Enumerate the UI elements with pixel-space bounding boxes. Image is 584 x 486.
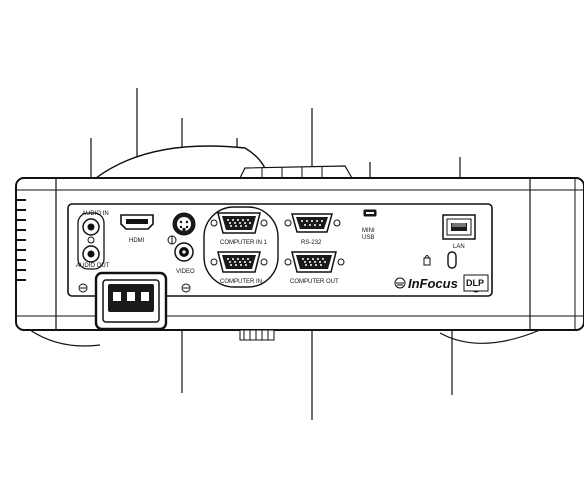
foot — [239, 329, 275, 341]
lan-port — [442, 214, 476, 240]
base-left — [29, 329, 101, 347]
svideo-port — [172, 212, 196, 236]
mini-usb-label-2: USB — [362, 235, 374, 241]
side-vent — [17, 199, 26, 281]
svg-text:DLP: DLP — [466, 278, 484, 288]
audio-jacks — [77, 212, 105, 270]
lens-dome — [95, 145, 269, 179]
hdmi-label: HDMI — [129, 238, 145, 244]
rs232-port — [284, 213, 341, 233]
ground-symbol — [394, 277, 406, 289]
security-lock-slot — [447, 251, 457, 269]
computer-in-2-port — [210, 251, 268, 273]
infocus-logo: InFocus — [408, 276, 458, 291]
video-port — [174, 242, 194, 262]
hdmi-port — [120, 214, 154, 230]
audio-out-label: AUDIO OUT — [76, 263, 110, 269]
dlp-logo: DLP — [463, 274, 489, 292]
mini-usb-port — [363, 209, 377, 217]
computer-out-port — [284, 251, 345, 273]
computer-in-1-label: COMPUTER IN 1 — [220, 240, 268, 246]
power-inlet — [94, 271, 168, 331]
svideo-icon — [167, 235, 177, 245]
video-label: VIDEO — [176, 269, 195, 275]
computer-in-1-port — [210, 212, 268, 234]
lan-label: LAN — [453, 244, 465, 250]
audio-in-label: AUDIO IN — [82, 211, 109, 217]
lock-icon — [423, 255, 431, 266]
base-right — [439, 329, 541, 344]
mini-usb-label-1: MINI — [362, 228, 375, 234]
top-vent-strip — [239, 165, 353, 179]
rs232-label: RS-232 — [301, 240, 322, 246]
computer-in-2-label: COMPUTER IN — [220, 279, 262, 285]
computer-out-label: COMPUTER OUT — [290, 279, 339, 285]
